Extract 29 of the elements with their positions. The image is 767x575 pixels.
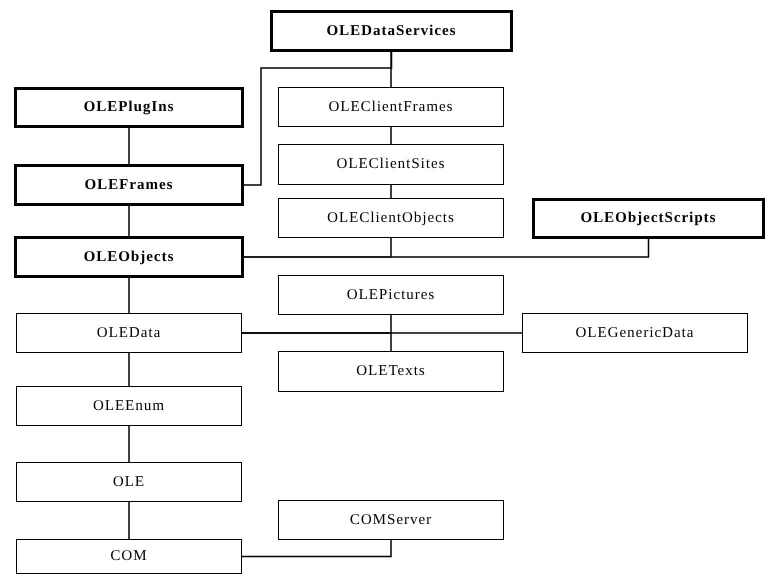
class-box: OLEClientObjects <box>278 198 504 238</box>
class-box: OLEDataServices <box>270 10 513 52</box>
class-box: OLEPlugIns <box>14 87 244 128</box>
connector-line <box>128 128 130 164</box>
class-box: OLEData <box>16 313 242 353</box>
class-box: OLETexts <box>278 351 504 392</box>
connector-line <box>128 206 130 236</box>
connector-line <box>128 426 130 462</box>
class-box: OLE <box>16 462 242 502</box>
connector-line <box>128 278 130 313</box>
connector-line <box>244 52 392 186</box>
connector-line <box>242 540 392 558</box>
class-box: OLEPictures <box>278 275 504 315</box>
connector-line <box>128 353 130 386</box>
class-box: OLEClientFrames <box>278 87 504 127</box>
class-box: OLEGenericData <box>522 313 748 353</box>
connector-line <box>242 332 392 351</box>
class-box: COM <box>16 539 242 574</box>
class-box: OLEObjects <box>14 236 244 278</box>
class-box: OLEClientSites <box>278 144 504 185</box>
connector-line <box>390 52 392 87</box>
connector-line <box>390 185 392 198</box>
class-box: OLEFrames <box>14 164 244 206</box>
class-box: OLEEnum <box>16 386 242 426</box>
class-box: COMServer <box>278 500 504 540</box>
connector-line <box>244 239 650 258</box>
connector-line <box>390 127 392 144</box>
connector-line <box>128 502 130 539</box>
class-box: OLEObjectScripts <box>532 198 765 239</box>
